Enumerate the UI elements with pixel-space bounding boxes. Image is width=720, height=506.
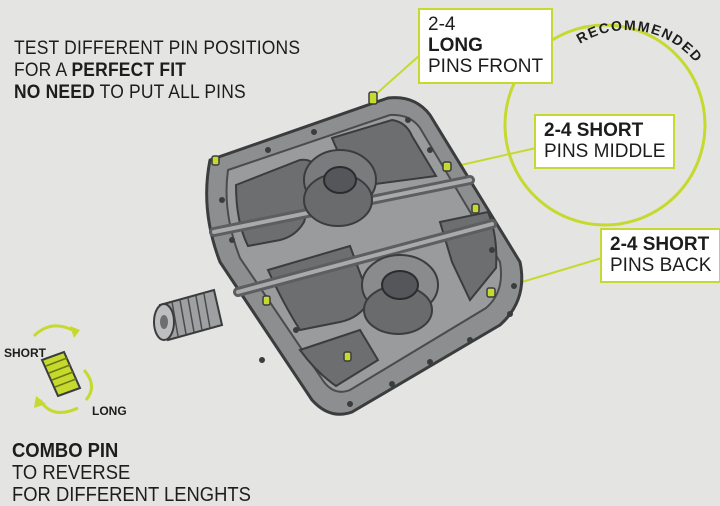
headline-line-2-pre: FOR A (14, 60, 72, 81)
pin (471, 203, 480, 214)
recommended-circle (503, 23, 707, 227)
callout-front-line-1: 2-4 LONG (428, 14, 543, 56)
headline-line-2: FOR A PERFECT FIT (14, 60, 318, 82)
pin (211, 155, 220, 166)
pedal-body (153, 96, 524, 416)
pin (262, 295, 271, 306)
callout-front-line-2: PINS FRONT (428, 56, 544, 77)
combo-line-1: COMBO PIN TO REVERSE (12, 440, 251, 484)
headline-line-1: TEST DIFFERENT PIN POSITIONS (14, 38, 301, 59)
pin (343, 351, 352, 362)
callout-front-bold: LONG (428, 35, 483, 56)
recommended-text: RECOMMENDED (573, 17, 704, 66)
headline-line-3: NO NEED TO PUT ALL PINS (14, 82, 318, 104)
headline-line-2-bold: PERFECT FIT (71, 60, 187, 81)
callout-front-pre: 2-4 (428, 14, 456, 35)
callout-middle-line-2: PINS MIDDLE (544, 141, 666, 162)
long-label: LONG (92, 404, 127, 418)
headline-line-3-rest: TO PUT ALL PINS (94, 82, 246, 103)
short-label: SHORT (4, 346, 46, 360)
pin-middle (442, 161, 452, 172)
callout-back-line-2: PINS BACK (610, 255, 712, 276)
callout-back-line-1: 2-4 SHORT (610, 234, 710, 255)
callout-short-pins-middle: 2-4 SHORT PINS MIDDLE (534, 114, 676, 169)
callout-long-pins-front: 2-4 LONG PINS FRONT (418, 8, 554, 84)
combo-pin-caption: COMBO PIN TO REVERSE FOR DIFFERENT LENGH… (12, 440, 251, 506)
pedal-illustration (32, 23, 707, 416)
combo-pin-illustration (32, 324, 93, 414)
pin-back (486, 287, 496, 298)
headline: TEST DIFFERENT PIN POSITIONS FOR A PERFE… (14, 38, 318, 104)
pin-front (368, 91, 378, 105)
callout-middle-line-1: 2-4 SHORT (544, 120, 644, 141)
callout-short-pins-back: 2-4 SHORT PINS BACK (600, 228, 720, 283)
recommended-label: RECOMMENDED (573, 17, 706, 66)
combo-line-1-bold: COMBO PIN (12, 440, 119, 462)
combo-line-2: FOR DIFFERENT LENGHTS (12, 484, 251, 506)
svg-text:RECOMMENDED: RECOMMENDED (573, 17, 706, 66)
leader-front (374, 54, 421, 96)
combo-line-1-rest: TO REVERSE (12, 462, 131, 484)
leader-middle (447, 147, 537, 169)
headline-line-3-bold: NO NEED (14, 82, 95, 103)
pins (211, 91, 496, 362)
